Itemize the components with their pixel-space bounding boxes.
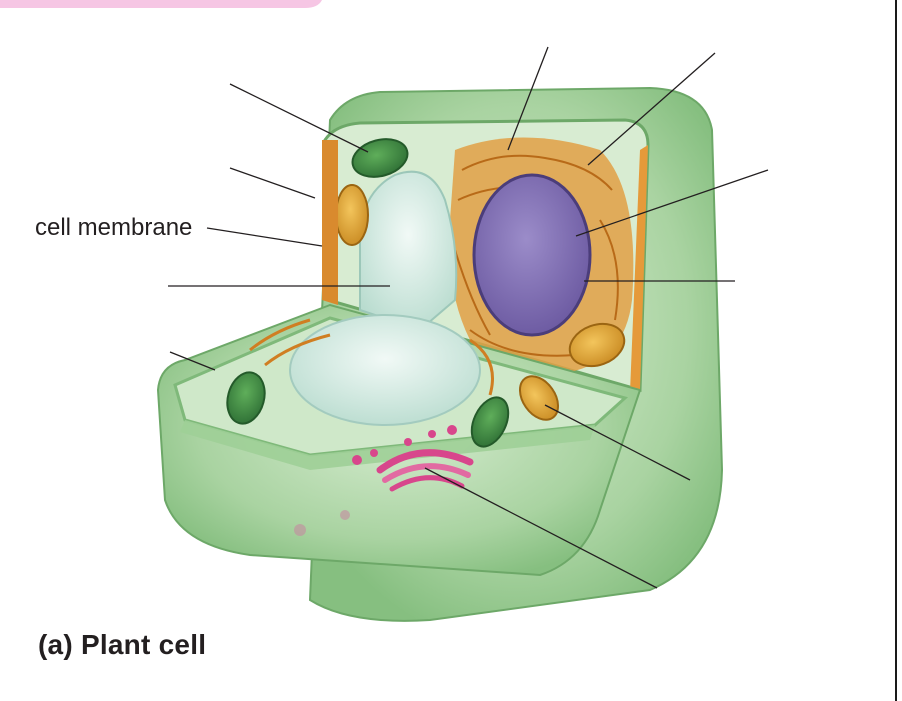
leader-lines (168, 46, 769, 589)
chloroplast (470, 396, 510, 448)
mitochondrion (335, 184, 369, 246)
golgi-apparatus (352, 425, 474, 492)
label-cell-membrane: cell membrane (35, 214, 192, 241)
leader-line (587, 52, 716, 166)
vesicle (294, 524, 306, 536)
er-front (249, 318, 494, 396)
leader-line (169, 351, 216, 371)
vesicle (340, 510, 350, 520)
chloroplast (351, 138, 409, 178)
leader-line (575, 169, 769, 237)
mitochondrion (518, 375, 560, 421)
chloroplast (226, 371, 266, 425)
plant-cell (156, 86, 724, 622)
cell-wall-edge (180, 420, 595, 470)
cut-face-right (630, 145, 648, 392)
vacuole-back (359, 170, 458, 332)
leader-line (424, 467, 658, 589)
nucleus (472, 173, 592, 337)
leader-line (229, 83, 369, 153)
figure-caption: (a) Plant cell (38, 629, 206, 660)
leader-line (507, 46, 549, 151)
leader-line (544, 404, 691, 481)
cut-face-left (322, 140, 338, 305)
vacuole-front (289, 314, 481, 426)
leader-line (229, 167, 316, 199)
mitochondrion (568, 322, 626, 368)
leader-line-cell-membrane (206, 227, 323, 247)
top-tab-decoration (0, 0, 322, 8)
